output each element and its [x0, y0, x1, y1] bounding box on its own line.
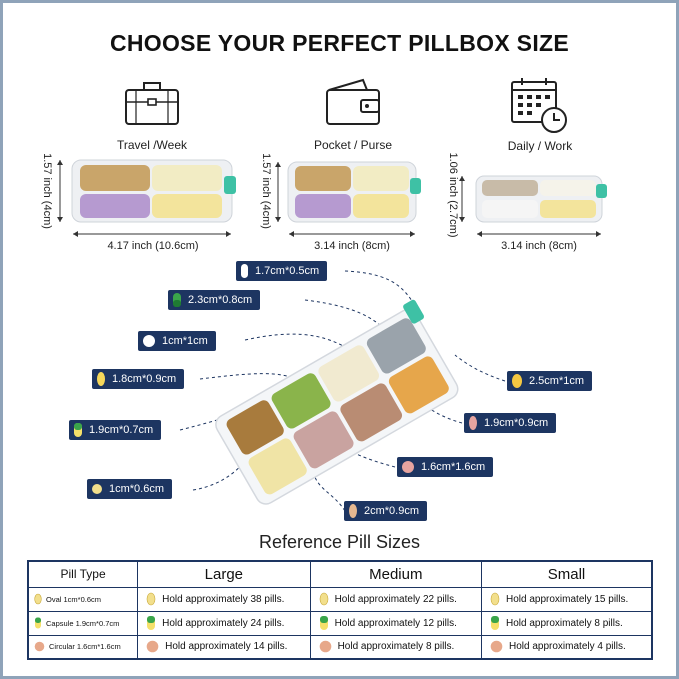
oval-icon	[34, 593, 42, 605]
table-row: Circular 1.6cm*1.6cm Hold approximately …	[27, 634, 653, 660]
capsule-icon	[35, 617, 41, 629]
pill-tag-8: 1.6cm*1.6cm	[397, 457, 494, 477]
daily-pillbox-image	[459, 175, 607, 237]
header-large: Large	[137, 560, 311, 588]
oval-icon	[490, 592, 500, 606]
pill-tag-6: 1.9cm*0.7cm	[69, 420, 162, 440]
green-yellow-capsule-icon	[74, 423, 82, 437]
table-header-row: Pill Type Large Medium Small	[27, 560, 653, 588]
header-pill-type: Pill Type	[27, 560, 139, 588]
green-capsule-icon	[173, 293, 181, 307]
size-label-pocket: Pocket / Purse	[313, 138, 393, 152]
calendar-clock-icon	[508, 76, 568, 133]
white-capsule-icon	[241, 264, 248, 278]
pill-tag-2: 2.3cm*0.8cm	[168, 290, 261, 310]
pill-tag-7: 1.9cm*0.9cm	[464, 413, 557, 433]
size-label-daily: Daily / Work	[507, 139, 573, 153]
white-round-pill-icon	[143, 335, 155, 347]
tan-oval-pill-icon	[349, 504, 357, 518]
wallet-icon	[323, 76, 383, 128]
yellow-small-oval-pill-icon	[92, 484, 102, 494]
pocket-width-label: 3.14 inch (8cm)	[314, 240, 390, 252]
pink-oval-pill-icon	[469, 416, 477, 430]
header-small: Small	[481, 560, 653, 588]
pill-tag-1: 1.7cm*0.5cm	[236, 261, 328, 281]
pill-tag-5: 2.5cm*1cm	[507, 371, 593, 391]
pill-tag-9: 1cm*0.6cm	[87, 479, 173, 499]
daily-height-label: 1.06 inch (2.7cm)	[447, 152, 459, 238]
suitcase-icon	[122, 76, 182, 128]
table-row: Capsule 1.9cm*0.7cm Hold approximately 2…	[27, 610, 653, 636]
oval-icon	[146, 592, 156, 606]
reference-title: Reference Pill Sizes	[258, 532, 421, 552]
pocket-height-label: 1.57 inch (4cm)	[260, 153, 272, 229]
daily-width-label: 3.14 inch (8cm)	[501, 240, 577, 252]
circular-icon	[319, 640, 331, 653]
pill-tag-4: 1.8cm*0.9cm	[92, 369, 185, 389]
circular-icon	[490, 640, 503, 653]
size-label-travel: Travel /Week	[116, 138, 188, 152]
travel-pillbox-image	[57, 159, 236, 237]
oval-icon	[319, 592, 328, 606]
pillbox-size-comparison	[57, 159, 607, 237]
yellow-oval-pill-icon	[97, 372, 105, 386]
open-pillbox-diagram	[179, 270, 506, 512]
circular-icon	[34, 641, 45, 652]
capsule-icon	[491, 616, 499, 630]
capsule-icon	[319, 616, 328, 630]
pill-tag-10: 2cm*0.9cm	[344, 501, 428, 521]
header-medium: Medium	[309, 560, 483, 588]
circular-icon	[146, 640, 159, 653]
reference-table: Pill Type Large Medium Small Oval 1cm*0.…	[27, 560, 653, 660]
pocket-pillbox-image	[275, 161, 421, 237]
yellow-oval-pill-icon	[512, 374, 522, 388]
table-row: Oval 1cm*0.6cm Hold approximately 38 pil…	[27, 586, 653, 612]
travel-width-label: 4.17 inch (10.6cm)	[107, 240, 199, 252]
travel-height-label: 1.57 inch (4cm)	[41, 153, 53, 229]
capsule-icon	[147, 616, 156, 630]
pink-round-pill-icon	[402, 461, 414, 473]
page-headline: CHOOSE YOUR PERFECT PILLBOX SIZE	[109, 30, 569, 56]
pill-tag-3: 1cm*1cm	[138, 331, 216, 351]
